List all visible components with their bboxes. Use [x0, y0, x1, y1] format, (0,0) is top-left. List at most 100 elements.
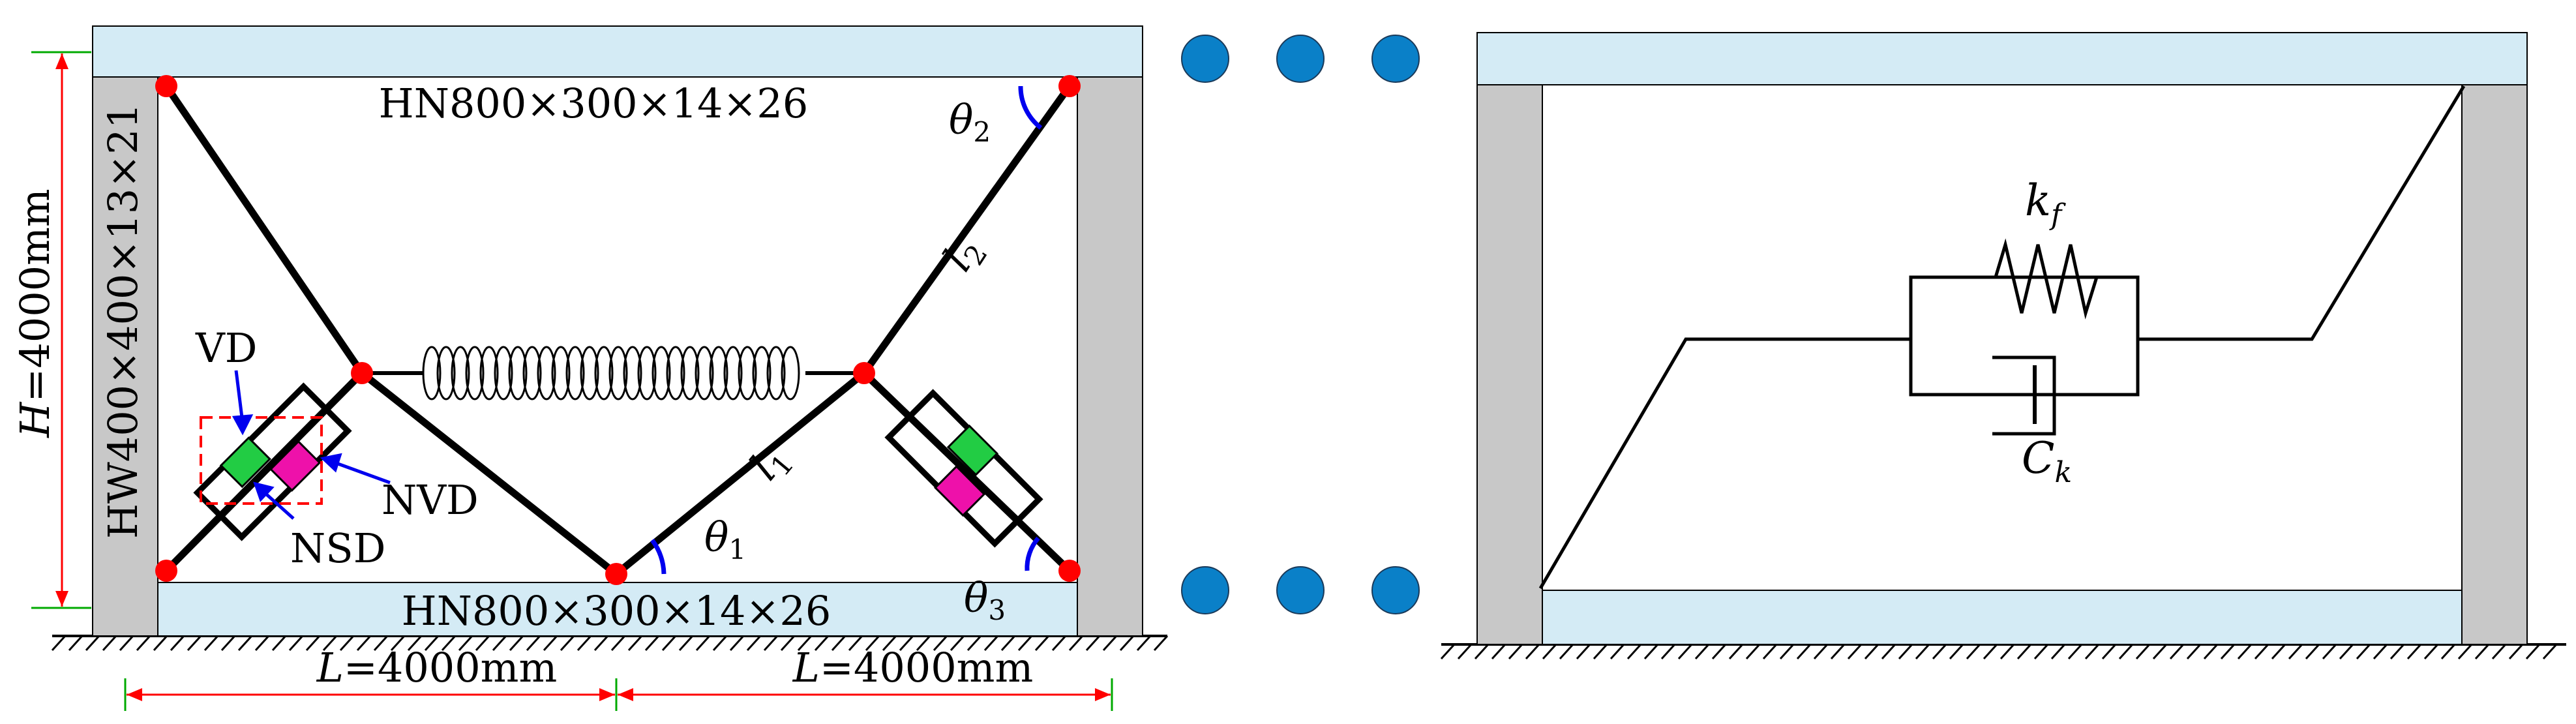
ground-hatch-line: [1813, 643, 1829, 660]
ground-hatch-line: [2440, 643, 2456, 660]
ground-hatch-line: [1932, 643, 1947, 660]
ground-hatch-line: [712, 635, 728, 652]
spring-coil-loop: [508, 346, 528, 400]
spring-coil-loop: [565, 346, 585, 400]
ellipsis-dots: [1181, 35, 1420, 614]
ground-hatch-line: [1017, 635, 1033, 652]
spring-zigzag: [1976, 238, 2138, 320]
ground-hatch-line: [1457, 643, 1473, 660]
ground-hatch-line: [2169, 643, 2185, 660]
ground-hatch-line: [2254, 643, 2269, 660]
spring-coil-loop: [537, 346, 556, 400]
right-top-beam: [1476, 32, 2528, 85]
ground-hatch-line: [1966, 643, 1981, 660]
ground-hatch-line: [187, 635, 202, 652]
spring-coil-loop: [709, 346, 728, 400]
ground-hatch-line: [85, 635, 100, 652]
ground-hatch-line: [2322, 643, 2337, 660]
span-right-label: L=4000mm: [792, 644, 1034, 691]
nsd-label: NSD: [290, 524, 385, 572]
top-beam-label: HN800×300×14×26: [379, 80, 809, 127]
ground-hatch-line: [1694, 643, 1710, 660]
ground-hatch-line: [797, 635, 813, 652]
ground-hatch-line: [1779, 643, 1795, 660]
left-bottom-beam: [157, 582, 1078, 637]
ground-hatch-line: [136, 635, 151, 652]
ground-hatch-line: [1983, 643, 1998, 660]
ground-hatch-line: [593, 635, 609, 652]
vd-label: VD: [195, 324, 257, 372]
ground-hatch-line: [441, 635, 457, 652]
dot-icon: [1276, 35, 1325, 83]
ground-hatch-line: [1915, 643, 1930, 660]
ground-hatch-line: [1474, 643, 1490, 660]
ground-hatch-line: [2203, 643, 2219, 660]
ground-hatch-line: [509, 635, 524, 652]
device-highlight-box: [200, 416, 323, 505]
ground-hatch-line: [2305, 643, 2320, 660]
ground-hatch-line: [2101, 643, 2117, 660]
ground-hatch-line: [1593, 643, 1608, 660]
theta2-label: θ2: [949, 96, 991, 148]
l1-label: l1: [741, 435, 800, 492]
dot-icon: [1371, 35, 1420, 83]
ground-hatch-line: [492, 635, 507, 652]
ground-hatch-line: [746, 635, 762, 652]
ground-hatch-line: [2152, 643, 2168, 660]
ground-hatch-line: [1440, 643, 1456, 660]
ground-hatch-line: [543, 635, 558, 652]
ground-hatch-line: [1949, 643, 1964, 660]
ground-hatch-line: [1728, 643, 1744, 660]
ground-hatch-line: [2339, 643, 2354, 660]
ground-hatch-line: [1085, 635, 1101, 652]
ground-hatch-line: [2288, 643, 2303, 660]
ground-hatch-line: [424, 635, 440, 652]
ground-hatch-line: [1711, 643, 1727, 660]
ground-hatch-line: [577, 635, 592, 652]
ground-hatch-line: [2406, 643, 2422, 660]
spring-coil-loop: [522, 346, 542, 400]
dot-icon: [1371, 566, 1420, 614]
ground-hatch-line: [1576, 643, 1591, 660]
ground-hatch-line: [1068, 635, 1084, 652]
ground-hatch-line: [1034, 635, 1050, 652]
ground-hatch-line: [2542, 643, 2558, 660]
damper-label: Ck: [2022, 433, 2072, 489]
ground-hatch-line: [729, 635, 745, 652]
dot-icon: [1181, 35, 1229, 83]
span-left-label: L=4000mm: [316, 644, 558, 691]
ground-hatch-line: [1000, 635, 1016, 652]
spring-coil-loop: [436, 346, 456, 400]
ground-hatch-line: [1051, 635, 1067, 652]
ground-hatch-line: [695, 635, 711, 652]
ground-hatch-line: [373, 635, 389, 652]
bottom-beam-label: HN800×300×14×26: [402, 587, 831, 635]
ground-hatch-line: [2237, 643, 2253, 660]
ground-hatch-line: [288, 635, 304, 652]
ground-hatch-line: [678, 635, 694, 652]
ground-hatch-line: [610, 635, 626, 652]
ground-hatch-line: [2491, 643, 2507, 660]
ground-hatch-line: [305, 635, 321, 652]
ground-hatch-line: [2033, 643, 2049, 660]
ground-hatch-line: [644, 635, 660, 652]
right-column-a: [1476, 84, 1543, 645]
ground-hatch-line: [1491, 643, 1506, 660]
ground-hatch-line: [1796, 643, 1812, 660]
spring-coil-loop: [738, 346, 757, 400]
ground-hatch-line: [2457, 643, 2473, 660]
theta1-label: θ1: [704, 513, 746, 566]
ground-hatch-line: [322, 635, 338, 652]
ground-hatch-line: [2118, 643, 2134, 660]
spring-coil-loop: [766, 346, 786, 400]
ground-hatch-line: [763, 635, 779, 652]
left-column-a: [92, 76, 158, 637]
right-device: [884, 389, 1043, 548]
spring-coil-loop: [608, 346, 628, 400]
right-ground-hatch: [1440, 643, 2566, 660]
left-nsd-element: [269, 440, 322, 492]
ground-hatch-line: [1847, 643, 1863, 660]
spring-coil-loop: [752, 346, 771, 400]
ground-hatch-line: [203, 635, 219, 652]
ground-hatch-line: [271, 635, 287, 652]
